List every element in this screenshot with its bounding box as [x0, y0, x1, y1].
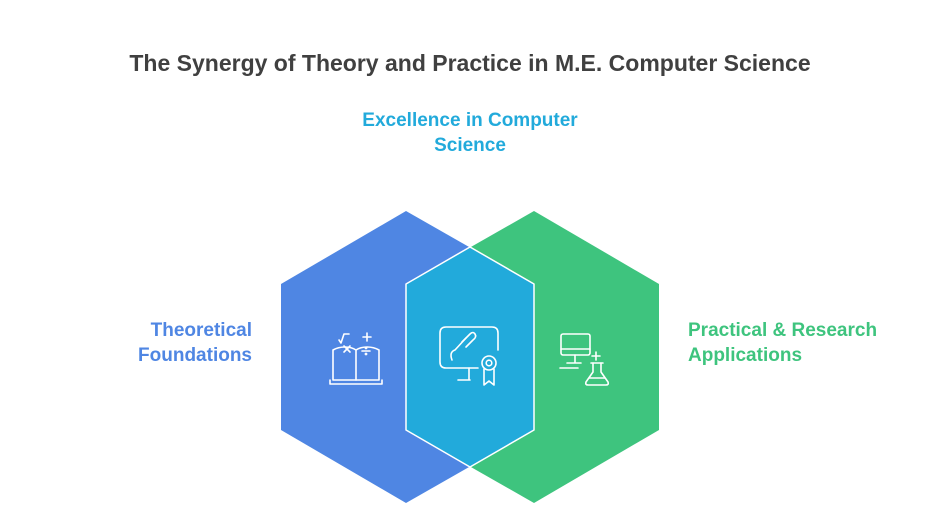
book-math-symbols-icon [329, 332, 383, 385]
right-label: Practical & Research Applications [688, 318, 928, 368]
diagram-title: The Synergy of Theory and Practice in M.… [129, 50, 811, 76]
center-label-line1: Excellence in Computer [362, 110, 578, 131]
right-label-line1: Practical & Research [688, 320, 878, 341]
computer-flask-icon [559, 333, 610, 386]
right-label-line2: Applications [688, 345, 803, 366]
left-label-line2: Foundations [138, 345, 252, 366]
monitor-brush-award-icon [439, 326, 499, 386]
left-label: Theoretical Foundations [60, 318, 252, 368]
center-hexagon [405, 246, 535, 468]
center-label-line2: Science [434, 135, 506, 156]
left-label-line1: Theoretical [150, 320, 252, 341]
center-label: Excellence in Computer Science [320, 108, 620, 158]
